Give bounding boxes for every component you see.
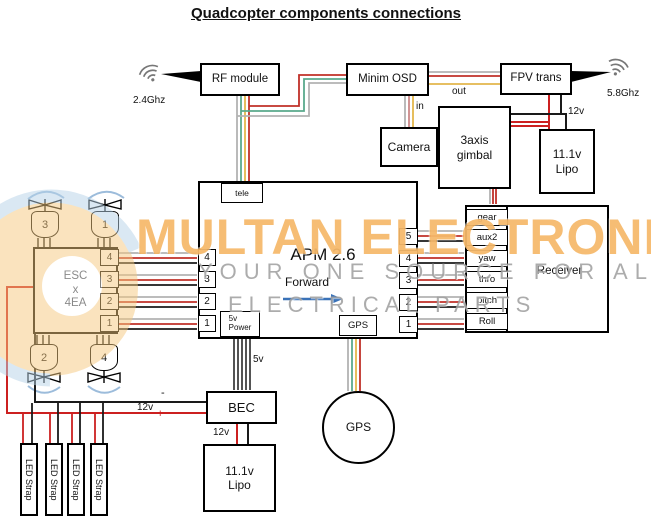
- antenna-icon: [161, 71, 611, 82]
- label-out: out: [452, 86, 466, 97]
- receiver-channel-roll: Roll: [466, 313, 508, 330]
- led-strap-2: LED Strap: [45, 443, 63, 516]
- receiver-channel-yaw: yaw: [466, 250, 508, 267]
- wire-led-taps: [22, 403, 104, 444]
- wire-bec-to-lipo: [236, 424, 249, 444]
- apm-right-channel-1: 1: [399, 316, 418, 333]
- antenna-freq-right: 5.8Ghz: [607, 88, 640, 99]
- wire-rf-to-tele: [236, 96, 250, 184]
- esc-channel-4: 4: [100, 249, 119, 266]
- receiver-channel-thro: thro: [466, 271, 508, 288]
- bec-box: BEC: [206, 391, 277, 424]
- led-strap-1: LED Strap: [20, 443, 38, 516]
- apm-right-channel-4: 4: [399, 250, 418, 267]
- lipo-top-box: 11.1v Lipo: [539, 129, 595, 194]
- label-plus: +: [157, 408, 164, 420]
- wire-gps-bundle: [347, 337, 361, 391]
- label-12v-top: 12v: [568, 106, 585, 117]
- apm-5v-power-port: 5v Power: [220, 311, 260, 337]
- apm-gps-port: GPS: [339, 315, 377, 336]
- label-12v-bottom: 12v: [213, 427, 230, 438]
- forward-label: Forward: [284, 275, 329, 289]
- wire-5v-bundle: [233, 337, 251, 390]
- label-5v: 5v: [253, 354, 264, 365]
- gps-module: GPS: [322, 391, 395, 464]
- led-strap-3: LED Strap: [67, 443, 85, 516]
- apm-left-channel-1: 1: [198, 315, 216, 332]
- rf-module-box: RF module: [200, 63, 280, 96]
- apm-left-channel-4: 4: [198, 249, 216, 266]
- esc-channel-3: 3: [100, 271, 119, 288]
- led-strap-4: LED Strap: [90, 443, 108, 516]
- camera-box: Camera: [380, 127, 438, 167]
- apm-tele-port: tele: [221, 183, 263, 203]
- esc-channel-2: 2: [100, 293, 119, 310]
- wire-osd-out: [429, 71, 500, 85]
- receiver-label: Receiver: [536, 265, 583, 277]
- wire-osd-in: [404, 96, 414, 127]
- forward-arrow-icon: [283, 294, 343, 304]
- motor-2: 2: [30, 344, 58, 371]
- diagram-title: Quadcopter components connections: [190, 5, 462, 22]
- fpv-transmitter-box: FPV trans: [500, 63, 572, 95]
- wifi-signal-icon: [138, 58, 629, 82]
- antenna-freq-left: 2.4Ghz: [133, 95, 166, 106]
- receiver-channel-pitch: pitch: [466, 292, 508, 309]
- wire-fpv-gimbal-lipo: [511, 95, 567, 132]
- motor-1: 1: [91, 211, 119, 238]
- wire-gimbal-to-receiver: [489, 189, 497, 204]
- esc-channel-1: 1: [100, 315, 119, 332]
- gimbal-box: 3axis gimbal: [438, 106, 511, 189]
- apm-right-channel-3: 3: [399, 272, 418, 289]
- apm-left-channel-2: 2: [198, 293, 216, 310]
- label-12v-left: 12v: [137, 402, 154, 413]
- apm-right-channel-2: 2: [399, 294, 418, 311]
- minim-osd-box: Minim OSD: [346, 63, 429, 96]
- receiver-box: [465, 205, 609, 333]
- wire-apm-to-receiver: [418, 230, 464, 330]
- apm-right-channel-5: 5: [399, 228, 418, 245]
- receiver-channel-gear: gear: [466, 209, 508, 226]
- wire-rf-to-osd: [237, 74, 347, 117]
- lipo-bottom-box: 11.1v Lipo: [203, 444, 276, 512]
- receiver-channel-aux2: aux2: [466, 229, 508, 246]
- label-in: in: [416, 101, 424, 112]
- apm-title: APM 2.6: [290, 245, 356, 264]
- label-minus: -: [161, 387, 165, 399]
- wire-esc-to-apm: [119, 252, 197, 330]
- motor-3: 3: [31, 211, 59, 238]
- motor-4: 4: [90, 344, 118, 371]
- apm-left-channel-3: 3: [198, 271, 216, 288]
